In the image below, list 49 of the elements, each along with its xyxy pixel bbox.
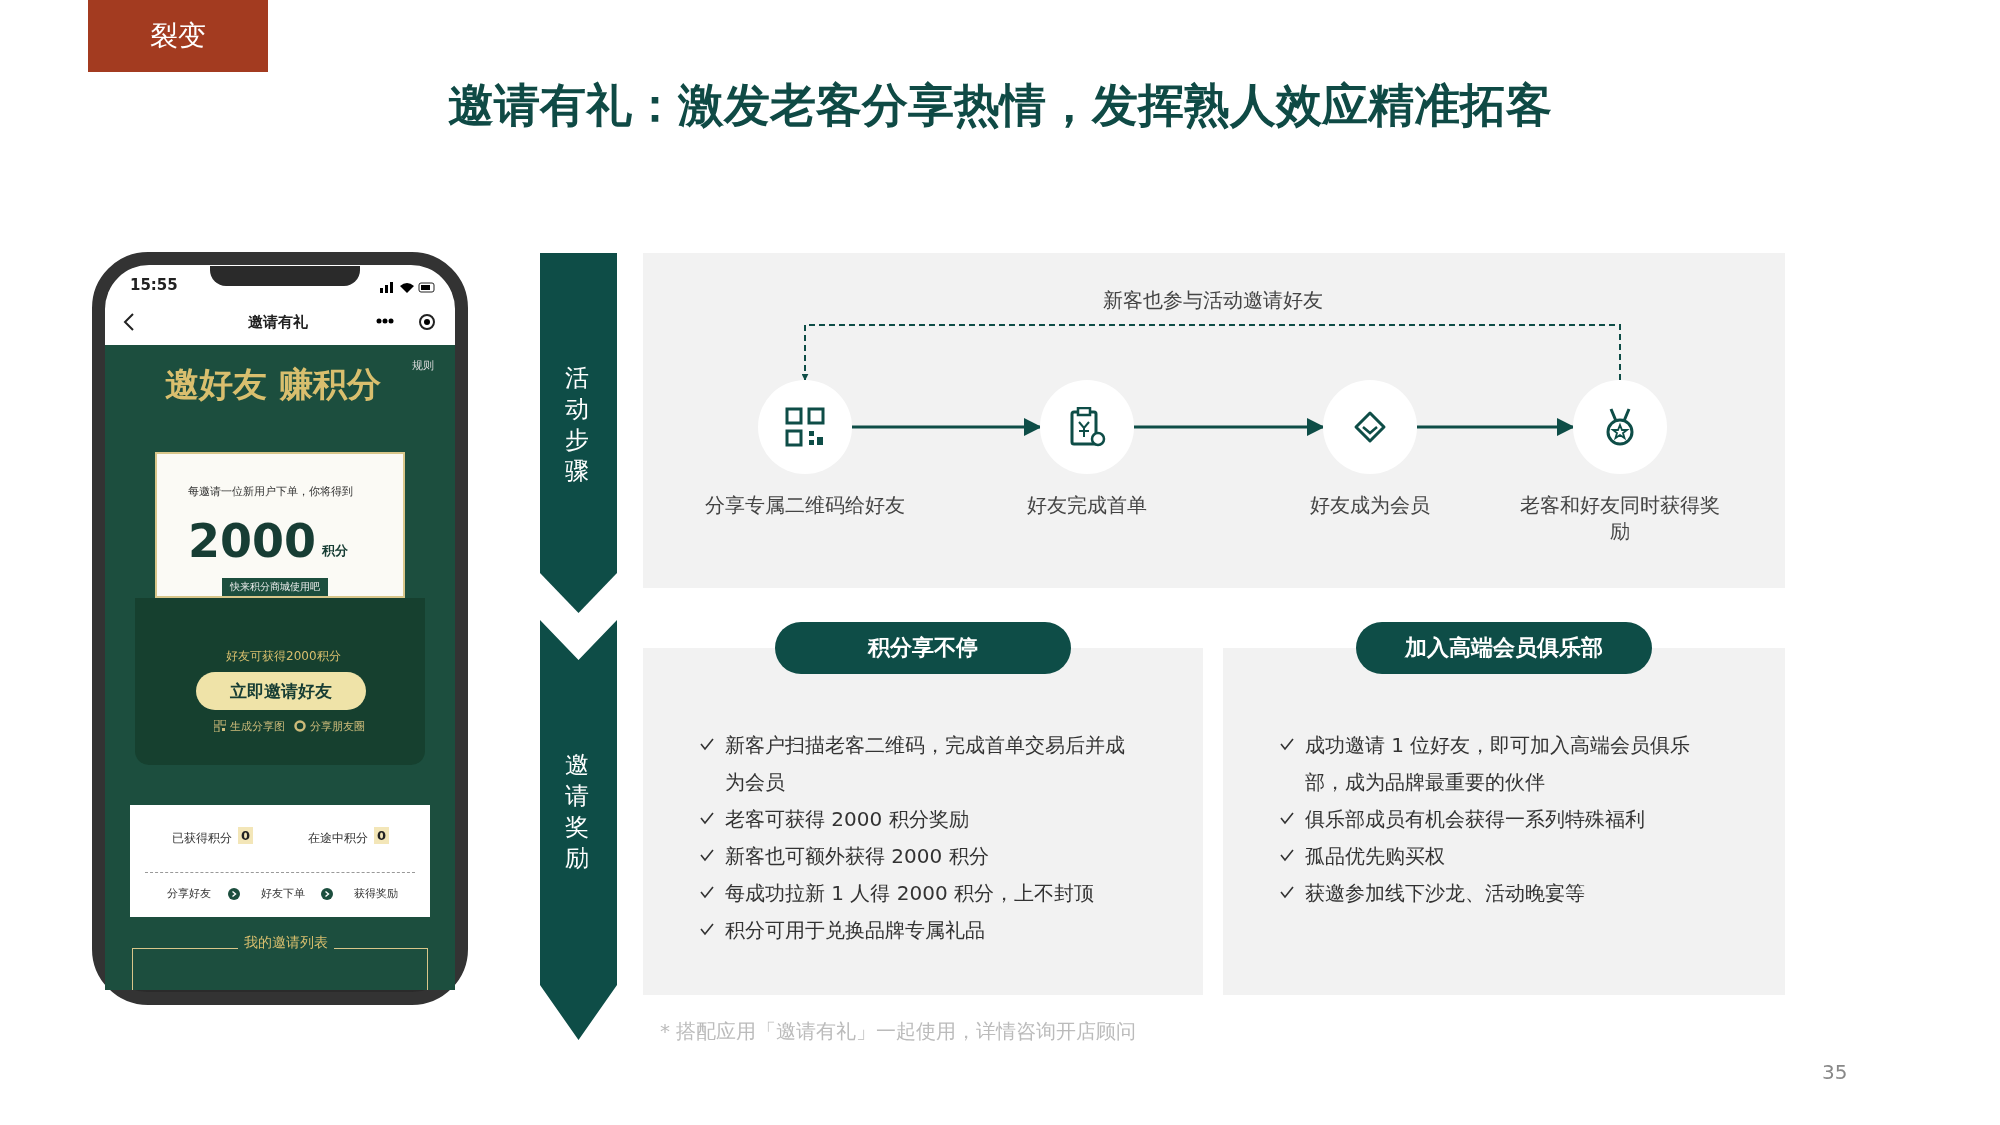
list-item: 获邀参加线下沙龙、活动晚宴等 bbox=[1305, 880, 1586, 907]
step-text: 获得奖励 bbox=[354, 886, 398, 901]
arrow bbox=[1417, 418, 1575, 436]
step-label: 好友完成首单 bbox=[1026, 492, 1148, 518]
card-text: 每邀请一位新用户下单，你将得到 bbox=[188, 484, 353, 499]
moments-link: 分享朋友圈 bbox=[310, 719, 365, 734]
share-image-link: 生成分享图 bbox=[230, 719, 285, 734]
page-title: 邀请有礼 bbox=[248, 313, 308, 332]
page-number: 35 bbox=[1822, 1060, 1848, 1084]
step-text: 分享好友 bbox=[167, 886, 211, 901]
slide-title: 邀请有礼：激发老客分享热情，发挥熟人效应精准拓客 bbox=[448, 78, 1552, 132]
stat-label: 在途中积分 bbox=[308, 830, 368, 847]
section-heading: 我的邀请列表 bbox=[238, 934, 334, 952]
step-label: 分享专属二维码给好友 bbox=[704, 492, 906, 518]
reward-panel bbox=[1223, 622, 1785, 995]
section-tag: 裂变 bbox=[88, 0, 268, 72]
step-label: 老客和好友同时获得奖励 bbox=[1519, 492, 1721, 544]
arrow bbox=[852, 418, 1042, 436]
friend-reward-text: 好友可获得2000积分 bbox=[226, 648, 341, 665]
points-value: 0 bbox=[238, 827, 254, 844]
list-item: 老客可获得 2000 积分奖励 bbox=[725, 806, 970, 833]
footnote: * 搭配应用「邀请有礼」一起使用，详情咨询开店顾问 bbox=[660, 1018, 1137, 1045]
list-item: 每成功拉新 1 人得 2000 积分，上不封顶 bbox=[725, 880, 1096, 907]
chevron-band bbox=[540, 620, 617, 1040]
list-item: 俱乐部成员有机会获得一系列特殊福利 bbox=[1305, 806, 1646, 833]
status-time: 15:55 bbox=[130, 276, 178, 294]
chevron-band bbox=[540, 253, 617, 613]
points-number: 2000 bbox=[188, 514, 317, 568]
reward-panel bbox=[643, 622, 1203, 995]
points-value: 0 bbox=[374, 827, 390, 844]
invite-button: 立即邀请好友 bbox=[196, 672, 366, 710]
list-item: 积分可用于兑换品牌专属礼品 bbox=[725, 917, 986, 944]
promo-tag: 快来积分商城使用吧 bbox=[222, 578, 328, 596]
section-heading: 积分享不停 bbox=[775, 622, 1071, 674]
arrow bbox=[1134, 418, 1325, 436]
list-item: 新客户扫描老客二维码，完成首单交易后并成为会员 bbox=[725, 732, 1125, 796]
list-item: 成功邀请 1 位好友，即可加入高端会员俱乐部，成为品牌最重要的伙伴 bbox=[1305, 732, 1692, 796]
step-label: 好友成为会员 bbox=[1309, 492, 1431, 518]
stat-label: 已获得积分 bbox=[172, 830, 232, 847]
rules-link: 规则 bbox=[412, 358, 434, 373]
band-label: 活动步骤 bbox=[565, 363, 590, 487]
section-heading: 加入高端会员俱乐部 bbox=[1356, 622, 1652, 674]
band-label: 邀请奖励 bbox=[565, 750, 590, 874]
points-unit: 积分 bbox=[322, 542, 348, 560]
list-item: 孤品优先购买权 bbox=[1305, 843, 1446, 870]
arrow bbox=[801, 324, 1621, 381]
banner-heading: 邀好友 赚积分 bbox=[165, 363, 381, 406]
list-item: 新客也可额外获得 2000 积分 bbox=[725, 843, 990, 870]
step-text: 好友下单 bbox=[261, 886, 305, 901]
